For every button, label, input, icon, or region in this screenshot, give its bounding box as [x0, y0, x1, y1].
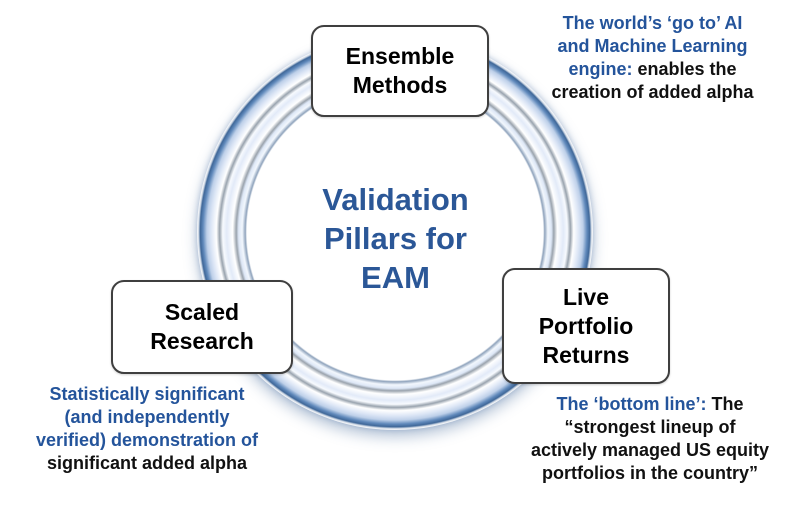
diagram-title: Validation Pillars for EAM [322, 182, 469, 295]
annotation-ensemble-highlight: The world’s ‘go to’ AI and Machine Learn… [557, 13, 748, 80]
annotation-live-rest: The “strongest lineup of actively manage… [530, 394, 770, 484]
annotation-live-portfolio-returns: The ‘bottom line’: The “strongest lineup… [529, 393, 771, 485]
pillar-label-live-portfolio-returns: Live Portfolio Returns [538, 283, 634, 368]
annotation-scaled-rest: significant added alpha [46, 453, 248, 474]
annotation-ensemble-methods: The world’s ‘go to’ AI and Machine Learn… [550, 12, 755, 104]
annotation-scaled-research: Statistically significant (and independe… [33, 383, 261, 475]
annotation-live-highlight: The ‘bottom line’: [556, 394, 707, 414]
annotation-scaled-highlight: Statistically significant (and independe… [35, 384, 259, 451]
pillar-label-scaled-research: Scaled Research [150, 299, 254, 354]
annotation-ensemble-rest: enables the creation of added alpha [551, 59, 754, 103]
pillar-box-scaled-research: Scaled Research [111, 280, 293, 374]
pillar-box-live-portfolio-returns: Live Portfolio Returns [502, 268, 670, 384]
pillar-label-ensemble-methods: Ensemble Methods [345, 43, 455, 98]
pillar-box-ensemble-methods: Ensemble Methods [311, 25, 489, 117]
